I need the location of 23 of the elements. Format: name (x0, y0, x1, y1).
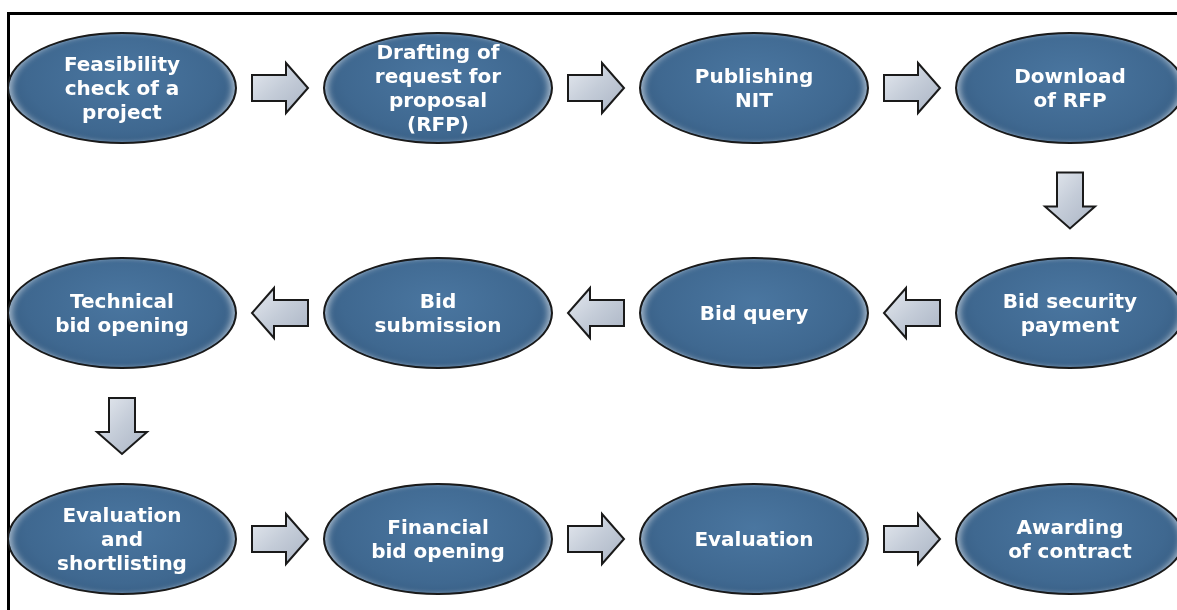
block-arrow (567, 60, 626, 116)
block-arrow (883, 60, 942, 116)
step-label: Financial bid opening (370, 515, 506, 563)
step-label: Evaluation (694, 527, 814, 551)
step-label: Publishing NIT (693, 64, 815, 112)
block-arrow (94, 397, 150, 456)
step-label: Download of RFP (1013, 64, 1127, 112)
block-arrow (251, 511, 310, 567)
step-label: Technical bid opening (54, 289, 190, 337)
block-arrow (250, 285, 309, 341)
block-arrow (251, 60, 310, 116)
step-label: Bid security payment (1001, 289, 1139, 337)
block-arrow (566, 285, 625, 341)
step-label: Awarding of contract (1007, 515, 1133, 563)
step-label: Feasibility check of a project (62, 52, 182, 124)
step-label: Drafting of request for proposal (RFP) (373, 40, 503, 136)
step-label: Evaluation and shortlisting (56, 503, 188, 575)
block-arrow (567, 511, 626, 567)
step-label: Bid query (699, 301, 809, 325)
block-arrow (882, 285, 941, 341)
block-arrow (883, 511, 942, 567)
block-arrow (1042, 171, 1098, 230)
step-label: Bid submission (373, 289, 503, 337)
